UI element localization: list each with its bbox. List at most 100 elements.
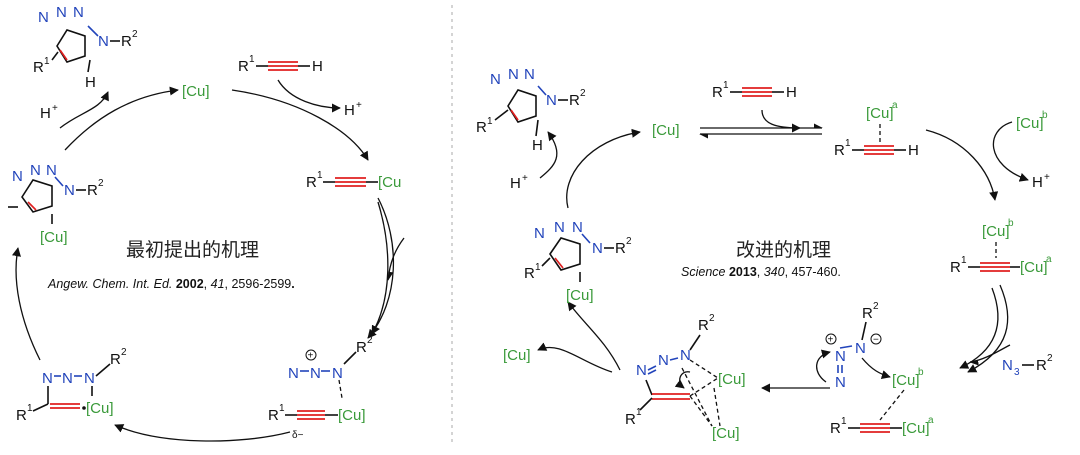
svg-text:N: N xyxy=(84,370,95,387)
svg-text:N: N xyxy=(524,66,535,83)
cu-catalyst-top: [Cu] xyxy=(182,83,210,100)
svg-text:N: N xyxy=(508,66,519,83)
svg-text:R: R xyxy=(356,339,367,356)
svg-text:R: R xyxy=(87,182,98,199)
svg-text:[Cu]: [Cu] xyxy=(86,400,114,417)
svg-text:[Cu: [Cu xyxy=(378,174,401,191)
h-release-arrow xyxy=(277,79,341,113)
h-exit-arrow xyxy=(59,91,109,129)
svg-text:N: N xyxy=(42,370,53,387)
svg-text:2: 2 xyxy=(873,301,879,312)
svg-text:[Cu]: [Cu] xyxy=(718,371,746,388)
svg-text:2: 2 xyxy=(580,88,586,99)
cu-release-arrow xyxy=(537,342,613,373)
svg-text:1: 1 xyxy=(723,80,729,91)
svg-text:N: N xyxy=(288,365,299,382)
cycle-arrow-r2 xyxy=(967,284,1009,373)
svg-text:[Cu]: [Cu] xyxy=(1020,259,1048,276)
svg-text:R: R xyxy=(306,174,317,191)
cycle-arrow-r2b xyxy=(959,287,999,369)
cu-b-arrow xyxy=(992,121,1029,182)
svg-text:[Cu]: [Cu] xyxy=(712,425,740,442)
cycle-arrow-5 xyxy=(12,247,41,361)
svg-text:N: N xyxy=(12,168,23,185)
svg-text:[Cu]: [Cu] xyxy=(892,372,920,389)
svg-text:N: N xyxy=(490,71,501,88)
svg-text:N: N xyxy=(572,219,583,236)
svg-text:R: R xyxy=(1036,357,1047,374)
cycle-arrow-3 xyxy=(367,197,395,339)
svg-text:b: b xyxy=(918,367,924,378)
svg-text:N: N xyxy=(835,348,846,365)
svg-text:−: − xyxy=(873,335,879,346)
svg-text:N: N xyxy=(680,347,691,364)
h-label: H xyxy=(85,74,96,91)
svg-text:+: + xyxy=(828,335,834,346)
svg-text:R: R xyxy=(615,240,626,257)
cycle-arrow-r1 xyxy=(925,129,999,201)
svg-text:N: N xyxy=(546,92,557,109)
svg-text:1: 1 xyxy=(636,407,642,418)
terminal-alkyne: R 1 H xyxy=(238,54,323,75)
svg-text:2: 2 xyxy=(121,347,127,358)
svg-text:R: R xyxy=(110,351,121,368)
svg-text:1: 1 xyxy=(841,416,847,427)
svg-text:+: + xyxy=(356,100,362,111)
svg-text:H: H xyxy=(908,142,919,159)
svg-text:1: 1 xyxy=(845,138,851,149)
svg-text:R: R xyxy=(862,305,873,322)
azide-alkyne-complex: + N N N R 2 R 1 [Cu] δ− xyxy=(268,335,373,441)
svg-text:R: R xyxy=(268,407,279,424)
cycle-arrow-r4 xyxy=(567,301,621,371)
svg-text:N: N xyxy=(658,352,669,369)
svg-text:[Cu]: [Cu] xyxy=(866,105,894,122)
svg-text:2: 2 xyxy=(709,313,715,324)
svg-text:1: 1 xyxy=(249,54,255,65)
svg-text:2: 2 xyxy=(626,236,632,247)
svg-text:[Cu]: [Cu] xyxy=(566,287,594,304)
svg-text:R: R xyxy=(712,84,723,101)
svg-text:R: R xyxy=(834,142,845,159)
r1-label: R xyxy=(33,59,44,76)
svg-text:1: 1 xyxy=(44,56,50,67)
organic-azide: N 3 R 2 xyxy=(1002,353,1053,378)
svg-text:a: a xyxy=(892,100,898,111)
svg-text:N: N xyxy=(46,162,57,179)
svg-text:1: 1 xyxy=(279,403,285,414)
left-title: 最初提出的机理 xyxy=(126,239,259,261)
cycle-arrow-2 xyxy=(231,89,369,161)
cycle-arrow-r5 xyxy=(566,128,641,209)
terminal-alkyne-right: R 1 H xyxy=(712,80,797,101)
copper-metallacycle: N N N R 2 [Cu] R 1 xyxy=(16,347,127,424)
svg-text:[Cu]: [Cu] xyxy=(40,229,68,246)
r2-label: R xyxy=(121,33,132,50)
azide-coordination-complex: + − N R 2 N N [Cu] b R 1 [Cu] a xyxy=(816,301,934,437)
svg-text:R: R xyxy=(698,317,709,334)
svg-text:N: N xyxy=(310,365,321,382)
svg-text:R: R xyxy=(950,259,961,276)
svg-text:N: N xyxy=(592,240,603,257)
svg-text:N: N xyxy=(62,370,73,387)
svg-text:N: N xyxy=(554,219,565,236)
bimetallic-metallacycle: N N N R 2 [Cu] [Cu] R 1 xyxy=(625,313,746,442)
svg-text:1: 1 xyxy=(961,255,967,266)
svg-text:+: + xyxy=(52,103,58,114)
copper-triazolide-right: N N N N R 2 R 1 [Cu] xyxy=(524,219,632,304)
svg-text:R: R xyxy=(569,92,580,109)
svg-text:2: 2 xyxy=(1047,353,1053,364)
right-citation: Science 2013, 340, 457-460. xyxy=(681,265,841,279)
azide-in-arrow xyxy=(387,237,405,281)
svg-text:[Cu]: [Cu] xyxy=(982,223,1010,240)
svg-text:N: N xyxy=(30,162,41,179)
svg-text:R: R xyxy=(16,407,27,424)
triazole-product-right: N N N N R 2 R 1 H xyxy=(476,66,586,154)
svg-text:R: R xyxy=(238,58,249,75)
svg-text:[Cu]: [Cu] xyxy=(902,420,930,437)
copper-triazolide: N N N N R 2 [Cu] xyxy=(8,162,104,246)
proton-uptake-right: H xyxy=(510,175,521,192)
svg-text:2: 2 xyxy=(367,335,373,346)
svg-text:2: 2 xyxy=(98,178,104,189)
triazole-product-left: N N N N R 2 R 1 H xyxy=(33,4,138,91)
svg-text:1: 1 xyxy=(535,262,541,273)
svg-text:R: R xyxy=(625,411,636,428)
